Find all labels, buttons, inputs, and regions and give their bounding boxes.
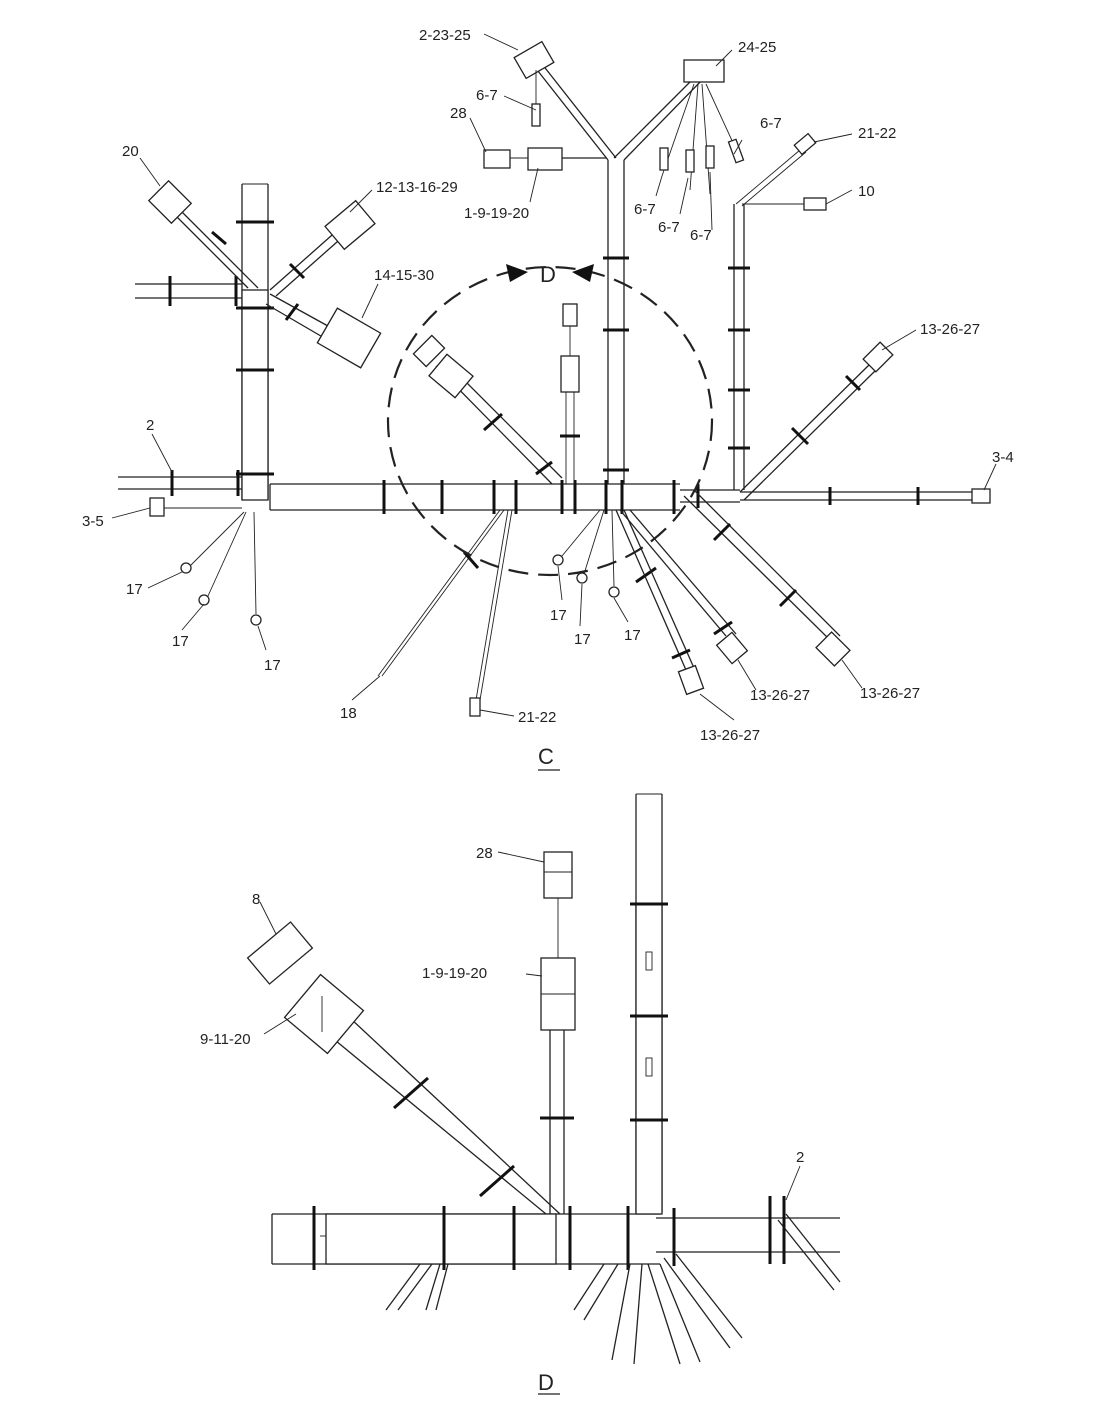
callout-2-c: 2 [146,417,154,434]
callout-13-26-27-lower-2: 13-26-27 [860,685,920,702]
callout-2-23-25: 2-23-25 [419,27,471,44]
callout-28-d: 28 [476,845,493,862]
callout-9-11-20: 9-11-20 [200,1031,251,1048]
callout-17-2: 17 [172,633,189,650]
detail-d-lower-branches [385,1253,743,1365]
callout-12-13-16-29: 12-13-16-29 [376,179,458,196]
callout-20: 20 [122,143,139,160]
callout-17-1: 17 [126,581,143,598]
detail-d-center-connectors [540,851,576,1214]
center-vertical-branch [483,40,745,484]
callout-17-6: 17 [624,627,641,644]
detail-d-trunk [271,1196,841,1291]
callout-6-7-top-right: 6-7 [760,115,782,132]
detail-marker-d: D [540,262,556,287]
callout-13-26-27-lower-1: 13-26-27 [750,687,810,704]
ground-lugs [149,497,620,626]
callout-17-3: 17 [264,657,281,674]
callout-18: 18 [340,705,357,722]
callout-28-c: 28 [450,105,467,122]
leader-lines-d [259,851,801,1201]
callout-6-7-top-left: 6-7 [476,87,498,104]
lower-center-drops [377,509,513,717]
callout-10: 10 [858,183,875,200]
callout-6-7-fan-1: 6-7 [634,201,656,218]
view-c: 2-23-25 24-25 6-7 6-7 6-7 6-7 6-7 28 1-9… [82,27,1014,771]
callout-13-26-27-upper: 13-26-27 [920,321,980,338]
callout-8: 8 [252,891,260,908]
callout-21-22-bottom: 21-22 [518,709,556,726]
callout-2-d: 2 [796,1149,804,1166]
callout-3-5: 3-5 [82,513,104,530]
callout-6-7-fan-3: 6-7 [690,227,712,244]
callout-labels-c: 2-23-25 24-25 6-7 6-7 6-7 6-7 6-7 28 1-9… [82,27,1014,771]
callout-6-7-fan-2: 6-7 [658,219,680,236]
callout-1-9-19-20-d: 1-9-19-20 [422,965,487,982]
callout-3-4: 3-4 [992,449,1014,466]
callout-1-9-19-20-c: 1-9-19-20 [464,205,529,222]
view-d: 28 1-9-19-20 8 9-11-20 2 D [200,793,841,1395]
callout-21-22-top: 21-22 [858,125,896,142]
view-c-title: C [538,744,554,769]
detail-d-vertical [630,793,668,1215]
callout-13-26-27-lower-3: 13-26-27 [700,727,760,744]
upper-left-branches [147,179,382,369]
main-trunk [118,470,991,514]
callout-24-25: 24-25 [738,39,776,56]
leader-lines-c [111,33,997,721]
detail-d-diagonal-branch [246,921,561,1215]
callout-14-15-30: 14-15-30 [374,267,434,284]
right-vertical-branch [728,132,894,501]
view-d-title: D [538,1370,554,1395]
lower-right-branches [615,489,851,696]
callout-labels-d: 28 1-9-19-20 8 9-11-20 2 D [200,845,804,1395]
detail-d-region [386,264,714,577]
callout-17-5: 17 [574,631,591,648]
callout-17-4: 17 [550,607,567,624]
left-vertical-trunk [135,183,274,501]
